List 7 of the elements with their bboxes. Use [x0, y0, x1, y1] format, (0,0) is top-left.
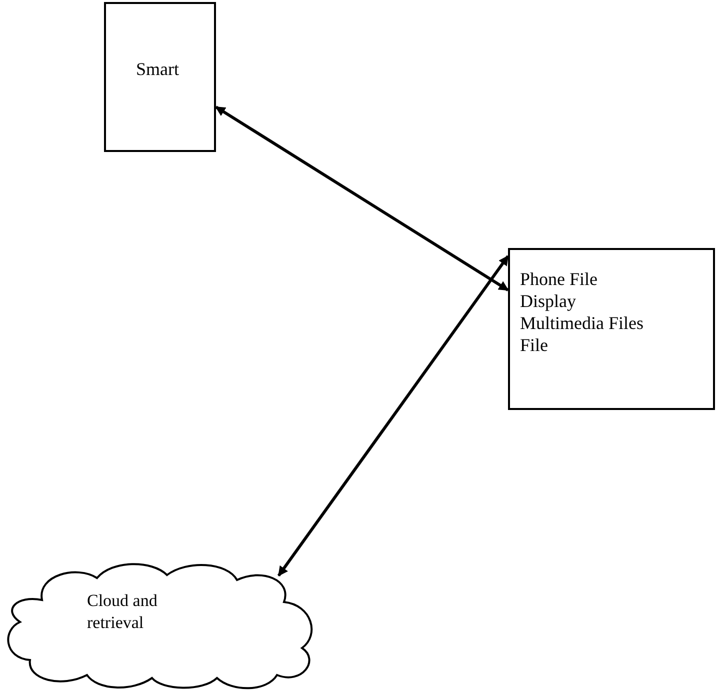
node-label: Cloud and retrieval — [87, 590, 158, 634]
process-box — [508, 248, 715, 410]
double-arrow — [277, 255, 510, 576]
double-arrow — [215, 106, 509, 292]
process-box — [104, 2, 216, 152]
node-label: Phone File Display Multimedia Files File — [520, 268, 644, 356]
node-label: Smart — [136, 58, 179, 81]
